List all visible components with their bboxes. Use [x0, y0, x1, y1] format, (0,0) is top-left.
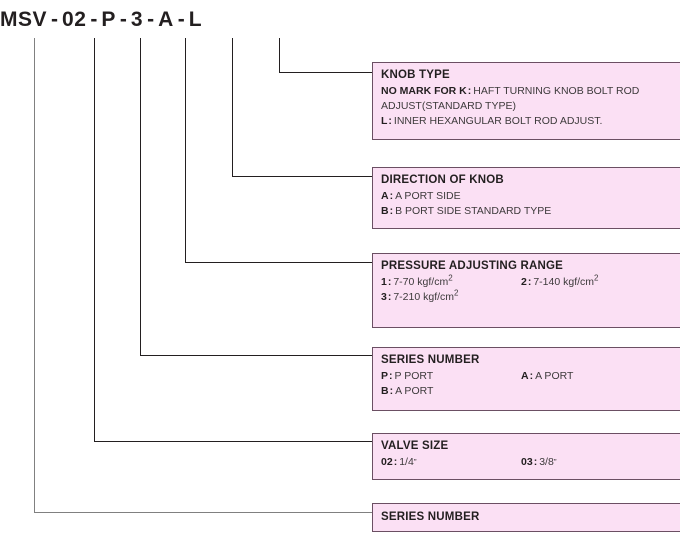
option-inch-mark: ” [553, 457, 557, 467]
option-description: 1/4 [399, 456, 414, 468]
callout-row: L:INNER HEXANGULAR BOLT ROD ADJUST. [381, 114, 680, 129]
model-code-segment-direction: A [158, 8, 174, 31]
option-code: 1 [381, 276, 387, 288]
option-description: A PORT [535, 370, 574, 382]
callout-row: 1:7-70 kgf/cm2 2:7-140 kgf/cm2 [381, 273, 680, 290]
option-separator: : [387, 276, 392, 288]
option-separator: : [529, 370, 534, 382]
model-code-segment-pressure: 3 [130, 8, 144, 31]
model-code-segment-series: MSV [0, 8, 48, 31]
option-separator: : [467, 85, 472, 97]
option-column-2: 03:3/8” [521, 455, 557, 470]
model-code-separator: - [119, 8, 127, 31]
option-separator: : [393, 456, 398, 468]
option-description: P PORT [394, 370, 434, 382]
option-description: A PORT [395, 385, 434, 397]
option-code: L [381, 115, 388, 127]
option-separator: : [387, 291, 392, 303]
option-code: 3 [381, 291, 387, 303]
callout-title: SERIES NUMBER [381, 511, 480, 523]
option-inch-mark: ” [413, 457, 417, 467]
callout-row: B:B PORT SIDE STANDARD TYPE [381, 204, 680, 219]
callout-row: 02:1/4” 03:3/8” [381, 455, 680, 470]
option-description: 7-140 kgf/cm [533, 276, 595, 288]
option-description: A PORT SIDE [395, 190, 461, 202]
leader-line-pressure-range [184, 38, 372, 264]
option-separator: : [533, 456, 538, 468]
leader-line-series-number-port [139, 38, 372, 357]
option-description: INNER HEXANGULAR BOLT ROD ADJUST. [393, 115, 603, 127]
callout-valve-size: VALVE SIZE 02:1/4” 03:3/8” [372, 433, 680, 480]
leader-line-valve-size [93, 38, 372, 443]
option-description: HAFT TURNING KNOB BOLT ROD [473, 85, 640, 97]
leader-line-series-number [33, 38, 372, 514]
option-description: 7-210 kgf/cm [393, 291, 455, 303]
callout-direction-of-knob: DIRECTION OF KNOB A:A PORT SIDE B:B PORT… [372, 167, 680, 229]
callout-row: NO MARK FOR K:HAFT TURNING KNOB BOLT ROD [381, 84, 680, 99]
leader-line-direction-of-knob [231, 38, 372, 178]
model-code-separator: - [177, 8, 185, 31]
option-code: P [381, 370, 389, 382]
option-separator: : [389, 385, 394, 397]
callout-knob-type: KNOB TYPE NO MARK FOR K:HAFT TURNING KNO… [372, 62, 680, 140]
option-column-2: A:A PORT [521, 369, 573, 384]
option-separator: : [388, 115, 392, 127]
callout-series-number-port: SERIES NUMBER P:P PORT A:A PORT B:A PORT [372, 347, 680, 411]
model-code-segment-knob: L [188, 8, 203, 31]
option-code: B [381, 205, 389, 217]
option-unit-exponent: 2 [594, 273, 599, 283]
callout-row: P:P PORT A:A PORT [381, 369, 680, 384]
option-column-2: 2:7-140 kgf/cm2 [521, 273, 599, 290]
callout-title: VALVE SIZE [381, 440, 449, 452]
model-code-segment-valve-size: 02 [62, 8, 87, 31]
model-code-separator: - [90, 8, 98, 31]
callout-title: PRESSURE ADJUSTING RANGE [381, 260, 564, 272]
option-description: B PORT SIDE STANDARD TYPE [395, 205, 552, 217]
option-unit-exponent: 2 [448, 273, 453, 283]
leader-line-knob-type [278, 38, 372, 74]
callout-row: A:A PORT SIDE [381, 189, 680, 204]
option-separator: : [389, 370, 393, 382]
option-code: 03 [521, 456, 533, 468]
option-unit-exponent: 2 [454, 288, 459, 298]
callout-row-continuation: ADJUST(STANDARD TYPE) [381, 100, 516, 112]
option-code: 2 [521, 276, 527, 288]
option-separator: : [527, 276, 532, 288]
callout-row: 3:7-210 kgf/cm2 [381, 288, 680, 305]
model-code-segment-port: P [101, 8, 116, 31]
model-code-separator: - [51, 8, 59, 31]
option-separator: : [389, 190, 394, 202]
callout-title: DIRECTION OF KNOB [381, 174, 504, 186]
option-description: 7-70 kgf/cm [393, 276, 449, 288]
model-code: MSV-02-P-3-A-L [0, 8, 340, 38]
option-code: 02 [381, 456, 393, 468]
option-code: A [521, 370, 529, 382]
callout-pressure-adjusting-range: PRESSURE ADJUSTING RANGE 1:7-70 kgf/cm2 … [372, 253, 680, 328]
callout-series-number: SERIES NUMBER [372, 503, 680, 532]
option-separator: : [389, 205, 394, 217]
callout-title: SERIES NUMBER [381, 354, 480, 366]
option-code: B [381, 385, 389, 397]
option-description: 3/8 [539, 456, 554, 468]
model-code-separator: - [147, 8, 155, 31]
callout-row: B:A PORT [381, 384, 680, 399]
option-code: A [381, 190, 389, 202]
callout-title: KNOB TYPE [381, 69, 450, 81]
option-code: NO MARK FOR K [381, 85, 467, 97]
